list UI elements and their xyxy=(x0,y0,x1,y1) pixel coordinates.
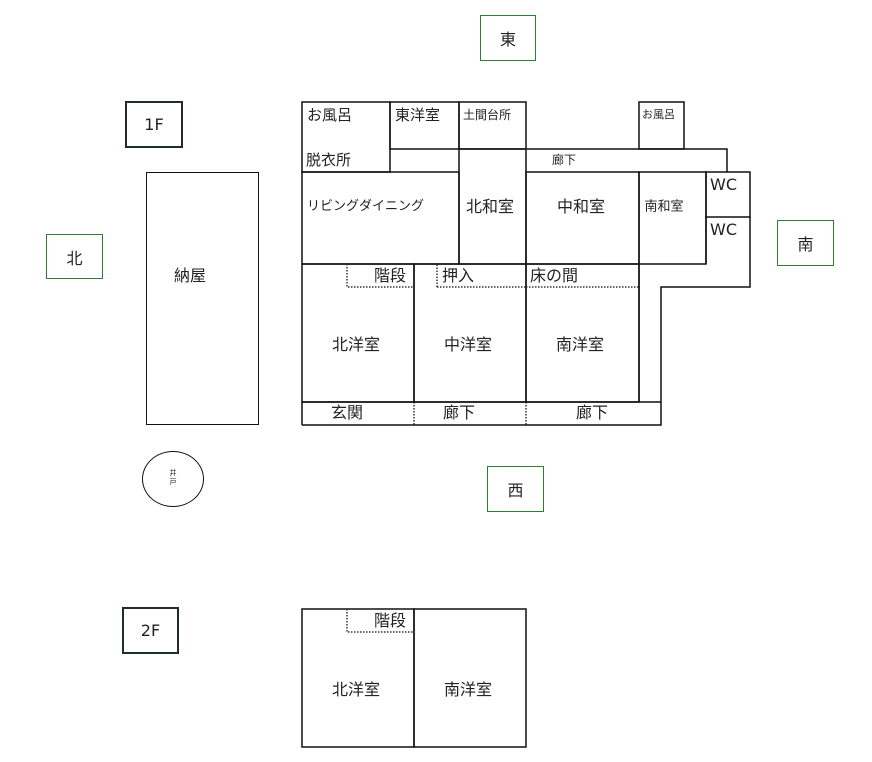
south-western-room-label: 南洋室 xyxy=(555,335,605,354)
2f-north-western-room-label: 北洋室 xyxy=(331,680,381,699)
alcove-label: 床の間 xyxy=(530,266,579,285)
corridor-south-label: 廊下 xyxy=(575,403,609,422)
storehouse-label: 納屋 xyxy=(173,266,207,285)
direction-east-text: 東 xyxy=(499,30,516,49)
closet-label: 押入 xyxy=(442,266,475,285)
bath-main-label: お風呂 xyxy=(307,106,353,124)
corridor-top-label: 廊下 xyxy=(552,153,577,167)
direction-east-label: 東 xyxy=(480,15,536,61)
entrance-label: 玄関 xyxy=(330,403,364,422)
storehouse xyxy=(146,172,259,425)
middle-western-room-label: 中洋室 xyxy=(443,335,493,354)
direction-south-text: 南 xyxy=(797,235,814,254)
corridor-top-wall xyxy=(526,148,728,172)
wc-2-label: WC xyxy=(710,220,737,239)
south-japanese-room-wall xyxy=(638,171,707,265)
well-label: 井 戸 xyxy=(169,468,177,486)
corridor-mid-label: 廊下 xyxy=(442,403,476,422)
middle-japanese-room-label: 中和室 xyxy=(556,197,606,216)
north-western-room-label: 北洋室 xyxy=(331,335,381,354)
direction-west-label: 西 xyxy=(487,466,544,512)
living-dining-label: リビングダイニング xyxy=(307,199,425,214)
middle-japanese-room-wall xyxy=(525,171,640,265)
changing-room-label: 脱衣所 xyxy=(306,151,352,169)
north-japanese-room-label: 北和室 xyxy=(465,197,515,216)
south-japanese-room-label: 南和室 xyxy=(644,199,684,215)
direction-south-label: 南 xyxy=(777,220,834,266)
earthen-kitchen-label: 土間台所 xyxy=(463,108,512,122)
direction-north-label: 北 xyxy=(46,234,103,279)
floor-1f-text: 1F xyxy=(144,115,164,134)
2f-south-western-room-label: 南洋室 xyxy=(443,680,493,699)
well xyxy=(142,451,204,507)
living-dining-wall xyxy=(301,171,460,265)
direction-north-text: 北 xyxy=(66,248,83,268)
wc-1-label: WC xyxy=(710,175,737,194)
outer-south-wall xyxy=(302,217,751,426)
2f-south-western-room-wall xyxy=(413,608,527,748)
floor-2f-text: 2F xyxy=(140,621,161,640)
stairs-label: 階段 xyxy=(374,266,407,285)
east-western-room-label: 東洋室 xyxy=(395,106,441,124)
wc-1-wall xyxy=(705,171,751,218)
bath-small-label: お風呂 xyxy=(642,108,675,121)
2f-stairs-label: 階段 xyxy=(374,611,407,630)
floor-2f-badge: 2F xyxy=(122,607,179,654)
floor-1f-badge: 1F xyxy=(125,101,183,148)
direction-west-text: 西 xyxy=(507,481,524,500)
